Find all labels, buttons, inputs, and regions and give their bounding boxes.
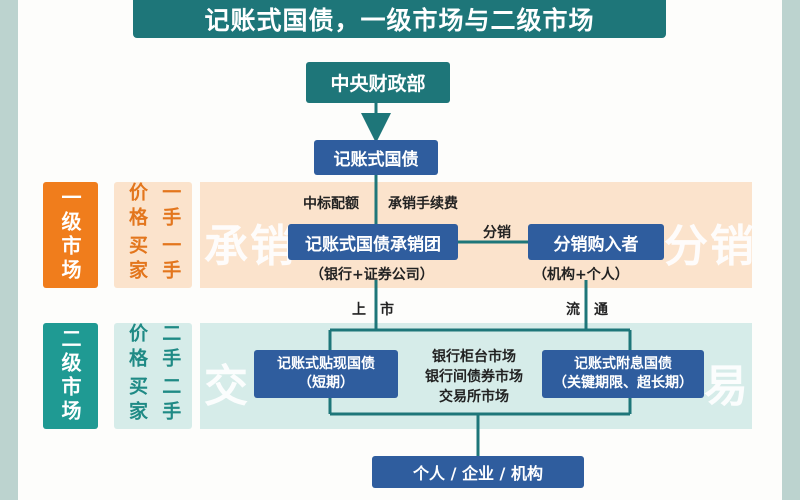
page-title: 记账式国债，一级市场与二级市场 (133, 0, 666, 38)
left-border (0, 0, 18, 500)
watermark-trade-right: 易 (704, 361, 750, 412)
watermark-underwriting: 承销 (204, 221, 296, 272)
fee-label: 承销手续费 (388, 196, 458, 212)
primary-buyer-price-label: 一手价格一手买家 (114, 182, 192, 288)
primary-sub-right: 一手价格 (126, 182, 182, 232)
syndicate-note: （银行+证券公司） (310, 267, 434, 283)
end-users-node: 个人 / 企业 / 机构 (372, 456, 584, 488)
secondary-sub-left: 二手买家 (126, 376, 182, 426)
underwriting-syndicate-node: 记账式国债承销团 (288, 224, 458, 260)
distribution-buyer-node: 分销购入者 (528, 224, 664, 260)
watermark-distribution: 分销 (664, 221, 756, 272)
discount-bond-node: 记账式贴现国债 （短期） (254, 350, 398, 398)
right-border (782, 0, 800, 500)
secondary-sub-right: 二手价格 (126, 323, 182, 373)
secondary-buyer-price-label: 二手价格二手买家 (114, 323, 192, 429)
markets-text: 银行柜台市场 银行间债券市场 交易所市场 (425, 348, 523, 406)
watermark-trade-left: 交 (204, 361, 250, 412)
interest-bond-node: 记账式附息国债 （关键期限、超长期） (542, 350, 704, 398)
bookentry-bond-node: 记账式国债 (314, 140, 438, 175)
primary-market-label: 一级市场 (43, 182, 98, 288)
bid-quota-label: 中标配额 (303, 196, 359, 212)
distribute-label: 分销 (483, 225, 511, 241)
listing-label: 上 市 (352, 302, 394, 318)
ministry-of-finance-node: 中央财政部 (306, 62, 450, 103)
distribution-note: （机构+个人） (533, 267, 629, 283)
secondary-market-label: 二级市场 (43, 323, 98, 429)
primary-sub-left: 一手买家 (126, 235, 182, 285)
circulation-label: 流 通 (566, 302, 608, 318)
